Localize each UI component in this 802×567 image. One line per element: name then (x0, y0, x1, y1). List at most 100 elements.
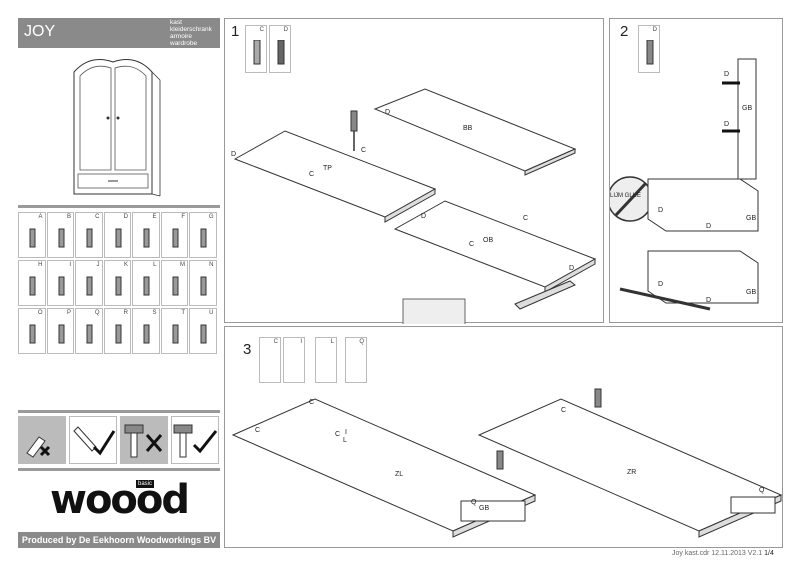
wardrobe-illustration (73, 59, 161, 197)
subtitle-de: kleiderschrank (170, 26, 212, 33)
hardware-icon (86, 276, 93, 296)
part-letter: Q (359, 339, 364, 345)
part-letter: M (180, 262, 185, 268)
panel-label-ob: OB (483, 237, 494, 244)
part-letter: B (66, 214, 71, 220)
footer-file: Joy kast.cdr 12.11.2013 V2.1 (672, 550, 763, 557)
fastener-label: L (343, 437, 347, 444)
part-letter: C (273, 339, 278, 345)
hardware-icon (29, 228, 36, 248)
part-letter: H (38, 262, 43, 268)
part-a-cell: A (18, 212, 46, 258)
panel-label-tp: TP (323, 165, 332, 172)
fastener-label: D (231, 151, 237, 158)
part-letter: L (153, 262, 157, 268)
divider (18, 205, 220, 208)
fastener-label: D (658, 281, 664, 288)
hardware-icon (29, 276, 36, 296)
product-name: JOY (24, 23, 56, 40)
panel-label-gb: GB (742, 105, 753, 112)
correct-tool-icon (69, 416, 117, 464)
part-g-cell: G (189, 212, 217, 258)
part-letter: U (209, 310, 214, 316)
divider (18, 468, 220, 471)
hardware-icon (200, 228, 207, 248)
footer: Joy kast.cdr 12.11.2013 V2.1 1/4 (672, 550, 774, 557)
part-t-cell: T (160, 308, 188, 354)
part-c-thumb: C (259, 337, 281, 383)
part-p-cell: P (46, 308, 74, 354)
part-k-cell: K (103, 260, 131, 306)
fastener-label: I (345, 429, 347, 436)
hardware-icon (172, 324, 178, 344)
logo-badge: basic (136, 480, 155, 488)
part-d-thumb: D (269, 25, 291, 73)
hardware-icon (58, 276, 64, 296)
fastener-label: C (361, 147, 367, 154)
part-c-cell: C (75, 212, 103, 258)
hardware-icon (200, 324, 207, 344)
fastener-label: Q (759, 487, 765, 494)
hardware-icon (172, 228, 178, 248)
hardware-icon (172, 276, 178, 296)
hardware-icon (86, 324, 93, 344)
part-letter: F (181, 214, 185, 220)
part-j-cell: J (75, 260, 103, 306)
step-2-drawing (610, 58, 759, 311)
part-letter: L (330, 339, 334, 345)
step-3-drawing (231, 388, 783, 538)
fastener-label: Q (471, 499, 477, 506)
page-number: 1/4 (764, 550, 774, 557)
fastener-label: D (724, 121, 730, 128)
part-f-cell: F (160, 212, 188, 258)
part-e-cell: E (132, 212, 160, 258)
panel-label-gb: GB (746, 289, 757, 296)
hardware-icon (115, 276, 121, 296)
hardware-icon (58, 324, 64, 344)
part-letter: C (259, 27, 264, 33)
part-letter: D (652, 27, 657, 33)
panel-label-gb: GB (479, 505, 490, 512)
wrong-tool-icon (18, 416, 66, 464)
fastener-label: D (706, 223, 712, 230)
part-s-cell: S (132, 308, 160, 354)
part-i-cell: I (46, 260, 74, 306)
part-n-cell: N (189, 260, 217, 306)
part-letter: K (123, 262, 128, 268)
step-number: 3 (243, 341, 252, 358)
part-letter: P (66, 310, 71, 316)
hardware-icon (200, 276, 207, 296)
part-r-cell: R (103, 308, 131, 354)
part-l-cell: L (132, 260, 160, 306)
panel-label-gb: GB (746, 215, 757, 222)
part-u-cell: U (189, 308, 217, 354)
panel-label-bb: BB (463, 125, 473, 132)
part-letter: T (181, 310, 185, 316)
logo-text: woood (50, 477, 190, 523)
part-letter: N (209, 262, 214, 268)
part-letter: I (69, 262, 71, 268)
part-q-thumb: Q (345, 337, 367, 383)
produced-by-bar: Produced by De Eekhoorn Woodworkings BV (18, 532, 220, 548)
part-c-thumb: C (245, 25, 267, 73)
subtitle-fr: armoire (170, 33, 193, 40)
part-d-cell: D (103, 212, 131, 258)
step-number: 1 (231, 23, 240, 40)
product-title-bar: JOY kast kleiderschrank armoire wardrobe (18, 18, 220, 48)
step-2-panel: 2 D D D GB LIJM GLUE GB GB D D D D (609, 18, 783, 323)
fastener-label: C (561, 407, 567, 414)
fastener-label: C (469, 241, 475, 248)
part-b-cell: B (46, 212, 74, 258)
hardware-icon (115, 228, 121, 248)
panel-label-zl: ZL (395, 471, 404, 478)
woood-logo: woood basic (50, 478, 200, 524)
part-letter: D (283, 27, 288, 33)
hardware-icon (58, 228, 64, 248)
divider (18, 410, 220, 413)
hardware-icon (143, 276, 150, 296)
subtitle-nl: kast (170, 19, 182, 26)
fastener-label: C (523, 215, 529, 222)
part-letter: R (123, 310, 128, 316)
step-number: 2 (620, 23, 629, 40)
fastener-label: C (255, 427, 261, 434)
